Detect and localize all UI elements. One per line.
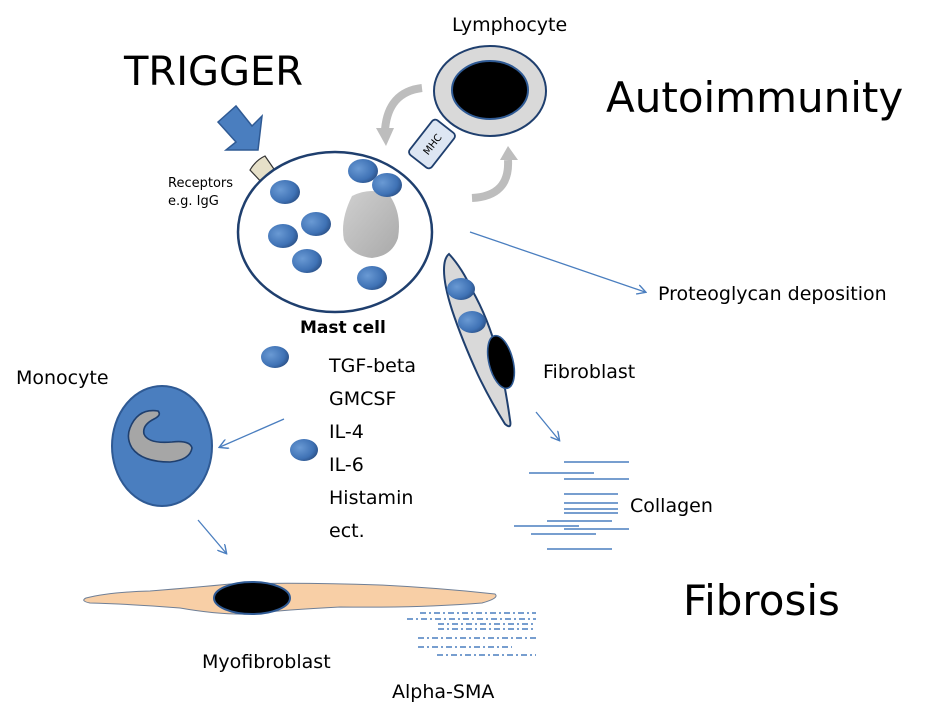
mast-cell-granules xyxy=(268,159,402,290)
mediator-item: IL-4 xyxy=(329,421,364,443)
receptors-label-line1: Receptors xyxy=(168,176,233,191)
granule xyxy=(292,249,322,273)
curved-arrow-head-right xyxy=(500,146,518,160)
fibroblast-nucleus xyxy=(486,334,516,390)
myofibroblast-label: Myofibroblast xyxy=(202,651,331,673)
collagen-fibers xyxy=(514,461,629,550)
mast-cell xyxy=(236,150,434,314)
mediator-item: GMCSF xyxy=(329,388,396,410)
curved-arrow-head-left xyxy=(376,128,394,146)
trigger-label: TRIGGER xyxy=(123,49,303,95)
fibrosis-label: Fibrosis xyxy=(683,576,840,625)
granule xyxy=(348,159,378,183)
mediator-granule xyxy=(261,346,289,368)
autoimmunity-label: Autoimmunity xyxy=(606,73,903,122)
granule xyxy=(268,224,298,248)
trigger-arrow-icon xyxy=(216,104,263,151)
proteoglycan-label: Proteoglycan deposition xyxy=(658,283,887,305)
myofibroblast-nucleus xyxy=(213,581,291,615)
granule xyxy=(458,311,486,333)
monocyte-nucleus xyxy=(127,409,193,463)
curved-arrow-icon-left xyxy=(381,84,423,131)
mediator-item: TGF-beta xyxy=(328,355,416,377)
granule xyxy=(447,278,475,300)
mast-cell-nucleus xyxy=(343,191,399,258)
mediator-item: ect. xyxy=(329,520,365,542)
mediator-monocyte-arrow xyxy=(220,418,285,447)
lymphocyte-nucleus xyxy=(451,60,529,120)
mediator-item: Histamin xyxy=(329,487,413,509)
lymphocyte-label: Lymphocyte xyxy=(452,14,567,36)
granule xyxy=(357,266,387,290)
receptors-label: Receptors e.g. IgG xyxy=(168,176,237,209)
granule xyxy=(270,180,300,204)
granule xyxy=(301,212,331,236)
fibroblast-label: Fibroblast xyxy=(543,361,635,383)
curved-arrow-icon-right xyxy=(471,159,513,202)
collagen-label: Collagen xyxy=(630,495,713,517)
fibroblast-collagen-arrow xyxy=(535,411,559,440)
monocyte-myofibroblast-arrow xyxy=(197,519,226,553)
mast-cell-label: Mast cell xyxy=(300,318,386,338)
mediator-granule xyxy=(290,439,318,461)
alpha-sma-fibers xyxy=(407,612,536,656)
granule xyxy=(372,173,402,197)
mediator-list: TGF-beta GMCSF IL-4 IL-6 Histamin ect. xyxy=(328,355,422,542)
proteoglycan-arrow xyxy=(469,231,645,292)
mediator-item: IL-6 xyxy=(329,454,364,476)
alpha-sma-label: Alpha-SMA xyxy=(392,681,494,703)
mhc-receptor: MHC xyxy=(408,118,456,170)
receptors-label-line2: e.g. IgG xyxy=(168,194,219,209)
monocyte-label: Monocyte xyxy=(16,367,109,389)
